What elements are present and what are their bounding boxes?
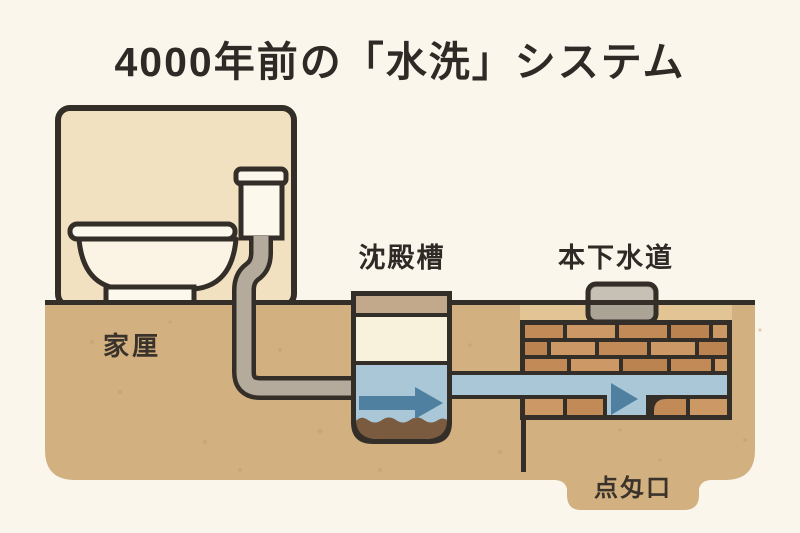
brick <box>619 325 667 338</box>
brick <box>654 399 686 415</box>
brick <box>525 399 563 415</box>
brick <box>525 359 567 371</box>
toilet-bowl <box>76 236 239 292</box>
label-house: 家厘 <box>103 331 162 361</box>
brick <box>715 359 727 371</box>
sewer-capstone-top <box>591 287 653 301</box>
toilet-cistern <box>238 180 285 241</box>
brick <box>713 325 727 338</box>
diagram-title: 4000年前の「水洗」システム <box>114 39 686 85</box>
brick <box>599 342 647 355</box>
brick <box>551 342 595 355</box>
capstone-ground-seam <box>586 300 658 305</box>
channel-top-outline <box>447 371 523 375</box>
brick <box>651 342 695 355</box>
drain-pipe <box>236 236 356 396</box>
settling-tank-sludge <box>356 417 447 439</box>
settling-tank-air <box>356 317 447 361</box>
brick <box>671 325 709 338</box>
channel-water <box>447 375 525 395</box>
label-inspection-port: 点匁口 <box>594 475 672 502</box>
brick <box>699 342 727 355</box>
label-main-sewer: 本下水道 <box>558 243 674 273</box>
brick <box>623 359 667 371</box>
brick <box>571 359 619 371</box>
channel-bottom-outline <box>447 395 523 399</box>
brick <box>671 359 711 371</box>
settling-tank <box>351 291 452 444</box>
tank-flow-arrow-shaft <box>359 396 417 410</box>
brick-wall <box>520 320 732 420</box>
sewer-flow-arrow-icon <box>611 383 638 415</box>
brick <box>567 325 615 338</box>
brick <box>690 399 727 415</box>
brick <box>525 325 563 338</box>
brick <box>567 399 603 415</box>
brick <box>525 342 547 355</box>
tank-flow-arrow-icon <box>415 387 443 419</box>
label-settling-tank: 沈殿槽 <box>358 243 446 273</box>
settling-tank-lid <box>356 296 447 313</box>
inspection-marker-line <box>521 420 526 472</box>
